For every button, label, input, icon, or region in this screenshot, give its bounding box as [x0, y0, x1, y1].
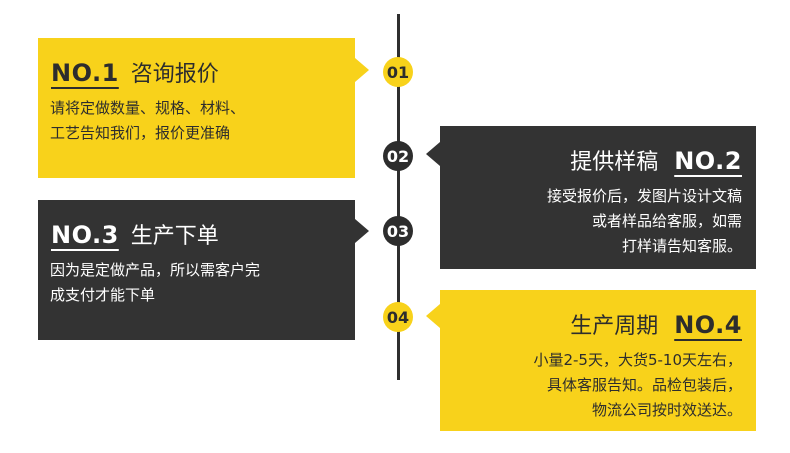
- step-2-dot: 02: [383, 141, 413, 171]
- step-4-description: 小量2-5天，大货5-10天左右， 具体客服告知。品检包装后， 物流公司按时效送…: [442, 348, 742, 423]
- step-4-card: 生产周期 NO.4 小量2-5天，大货5-10天左右， 具体客服告知。品检包装后…: [440, 290, 756, 431]
- step-3-pointer: [355, 219, 369, 243]
- step-4-dot: 04: [383, 302, 413, 332]
- step-2-card: 提供样稿 NO.2 接受报价后，发图片设计文稿 或者样品给客服，如需 打样请告知…: [440, 126, 756, 269]
- step-3-dot: 03: [383, 216, 413, 246]
- step-4-line-3: 物流公司按时效送达。: [591, 401, 742, 419]
- step-1-number: NO.1: [51, 59, 119, 87]
- step-2-line-1: 接受报价后，发图片设计文稿: [546, 187, 742, 205]
- step-3-title: 生产下单: [130, 224, 219, 249]
- step-3-description: 因为是定做产品，所以需客户完 成支付才能下单: [50, 258, 350, 308]
- step-1-pointer: [355, 58, 369, 82]
- step-4-heading: 生产周期 NO.4: [570, 308, 742, 340]
- step-4-number: NO.4: [674, 311, 742, 339]
- step-2-heading: 提供样稿 NO.2: [570, 144, 742, 176]
- step-1-line-2: 工艺告知我们，报价更准确: [50, 124, 231, 142]
- step-2-title: 提供样稿: [570, 150, 659, 175]
- step-4-title: 生产周期: [570, 314, 659, 339]
- step-3-card: NO.3 生产下单 因为是定做产品，所以需客户完 成支付才能下单: [38, 200, 355, 340]
- step-1-card: NO.1 咨询报价 请将定做数量、规格、材料、 工艺告知我们，报价更准确: [38, 38, 355, 178]
- step-3-line-1: 因为是定做产品，所以需客户完: [50, 261, 261, 279]
- step-1-title: 咨询报价: [130, 62, 219, 87]
- step-1-description: 请将定做数量、规格、材料、 工艺告知我们，报价更准确: [50, 96, 350, 146]
- step-2-pointer: [426, 142, 440, 166]
- step-3-number: NO.3: [51, 221, 119, 249]
- step-2-description: 接受报价后，发图片设计文稿 或者样品给客服，如需 打样请告知客服。: [442, 184, 742, 259]
- step-4-line-1: 小量2-5天，大货5-10天左右，: [533, 351, 742, 369]
- step-3-line-2: 成支付才能下单: [50, 286, 156, 304]
- step-4-line-2: 具体客服告知。品检包装后，: [546, 376, 742, 394]
- step-2-line-3: 打样请告知客服。: [621, 237, 742, 255]
- step-1-line-1: 请将定做数量、规格、材料、: [50, 99, 246, 117]
- step-2-line-2: 或者样品给客服，如需: [591, 212, 742, 230]
- step-1-dot: 01: [383, 57, 413, 87]
- step-4-pointer: [426, 304, 440, 328]
- step-1-heading: NO.1 咨询报价: [51, 56, 219, 88]
- timeline-line: [397, 14, 400, 380]
- step-3-heading: NO.3 生产下单: [51, 218, 219, 250]
- step-2-number: NO.2: [674, 147, 742, 175]
